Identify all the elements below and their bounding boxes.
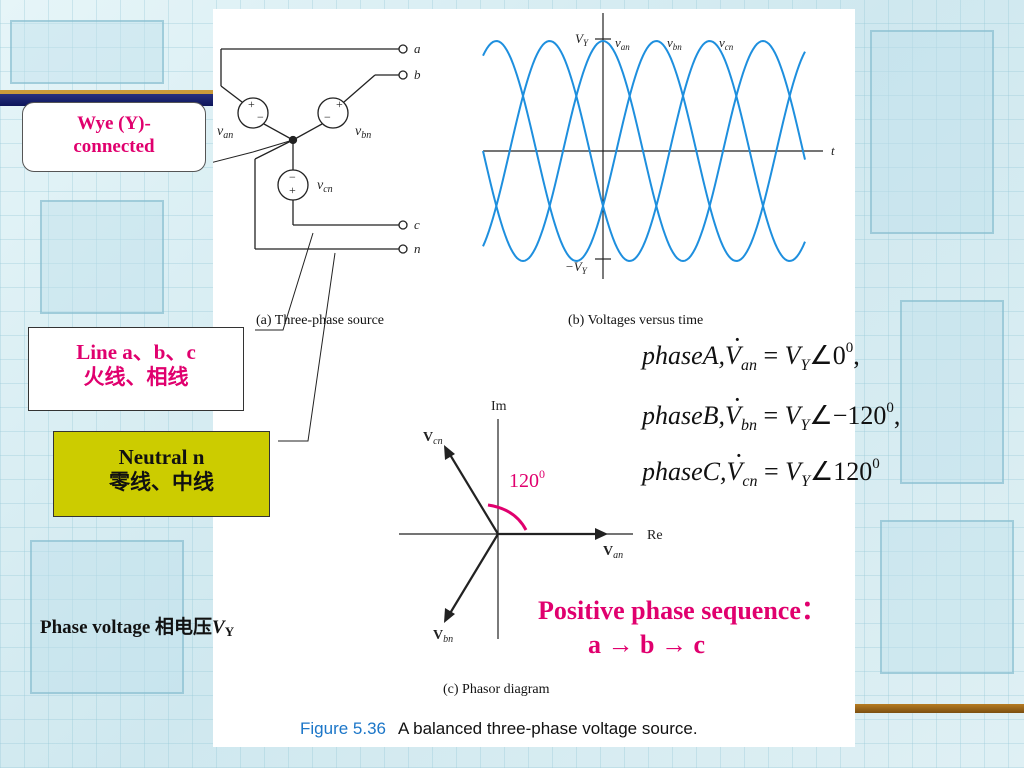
figure-caption: Figure 5.36 A balanced three-phase voltag…	[300, 719, 698, 739]
background-block	[30, 540, 184, 694]
svg-text:+: +	[248, 97, 255, 111]
im-axis-label: Im	[491, 399, 507, 414]
svg-text:−: −	[324, 110, 331, 124]
phase-voltage-symbol: V	[212, 617, 225, 638]
background-block	[900, 300, 1004, 484]
equation-phase-a: phaseA,Van = VY∠00,	[642, 325, 860, 375]
callout-line: Line a、b、c 火线、相线	[28, 327, 244, 411]
wave-vbn-label: vbn	[667, 35, 682, 52]
equation-phase-c: phaseC,Vcn = VY∠1200	[642, 441, 880, 491]
phasor-vbn-arrow	[448, 533, 499, 616]
terminal-a-label: a	[414, 41, 421, 56]
source-van-circle	[237, 97, 269, 129]
terminal-c-label: c	[414, 217, 420, 232]
phase-voltage-label: Phase voltage 相电压VY	[40, 612, 234, 640]
phasor-vcn-arrow	[448, 452, 499, 535]
footer-band	[855, 704, 1024, 713]
source-van-label: van	[217, 124, 233, 141]
callout-neutral-line1: Neutral n	[118, 445, 205, 469]
figure-svg: +− −+ −+ a b c n van vbn vcn VY −VY van …	[213, 13, 835, 645]
terminal-b-label: b	[414, 67, 421, 82]
wave-van-label: van	[615, 35, 630, 52]
svg-text:+: +	[289, 183, 296, 197]
callout-connectors	[213, 139, 336, 442]
re-axis-label: Re	[647, 528, 663, 543]
source-vcn-label: vcn	[317, 178, 333, 195]
caption-c: (c) Phasor diagram	[443, 682, 550, 697]
caption-a: (a) Three-phase source	[256, 313, 385, 328]
sequence-title: Positive phase sequence：	[538, 596, 827, 625]
background-block	[10, 20, 164, 84]
svg-text:+: +	[336, 97, 343, 111]
callout-wye-line2: connected	[73, 135, 155, 157]
title-band-accent	[0, 90, 215, 94]
figure-number: Figure 5.36	[300, 719, 386, 738]
circuit-labels: +− −+ −+ a b c n van vbn vcn	[217, 41, 421, 256]
waveform-plot: VY −VY van vbn vcn t	[482, 13, 835, 279]
svg-text:−: −	[289, 170, 296, 184]
angle-arc	[487, 503, 528, 531]
wave-top-label: VY	[575, 31, 589, 48]
phase-voltage-text: Phase voltage 相电压	[40, 617, 213, 638]
wave-vcn-label: vcn	[719, 35, 734, 52]
wave-bottom-label: −VY	[565, 259, 588, 276]
phasor-vbn-label: Vbn	[433, 628, 453, 645]
caption-b: (b) Voltages versus time	[568, 313, 704, 328]
figure-caption-text: A balanced three-phase voltage source.	[398, 719, 698, 738]
wave-vbn	[482, 39, 806, 263]
callout-neutral-line2: 零线、中线	[109, 470, 214, 495]
background-block	[870, 30, 994, 234]
figure-panel	[213, 9, 855, 747]
wave-vcn	[482, 39, 806, 263]
terminal-n-label: n	[414, 241, 421, 256]
callout-line-line2: 火线、相线	[83, 365, 189, 390]
wave-van	[482, 39, 806, 263]
phase-voltage-sub: Y	[224, 624, 235, 639]
wave-time-label: t	[831, 143, 835, 158]
source-vbn-label: vbn	[355, 124, 371, 141]
callout-neutral: Neutral n 零线、中线	[53, 431, 270, 517]
background-block	[880, 520, 1014, 674]
callout-wye: Wye (Y)- connected	[22, 102, 206, 172]
equation-phase-b: phaseB,Vbn = VY∠−1200,	[642, 385, 900, 435]
phasor-diagram: 1200 Im Re Vcn Van Vbn	[399, 399, 663, 645]
background-block	[40, 200, 164, 314]
callout-wye-line1: Wye (Y)-	[77, 113, 151, 134]
svg-text:−: −	[257, 110, 264, 124]
sequence-order: a → b → c	[588, 630, 705, 659]
phasor-van-label: Van	[603, 544, 623, 561]
source-vbn-circle	[317, 97, 349, 129]
angle-mark: 1200	[509, 467, 545, 492]
callout-line-line1: Line a、b、c	[76, 340, 196, 364]
phasor-vcn-label: Vcn	[423, 430, 443, 447]
three-phase-circuit	[220, 44, 408, 254]
